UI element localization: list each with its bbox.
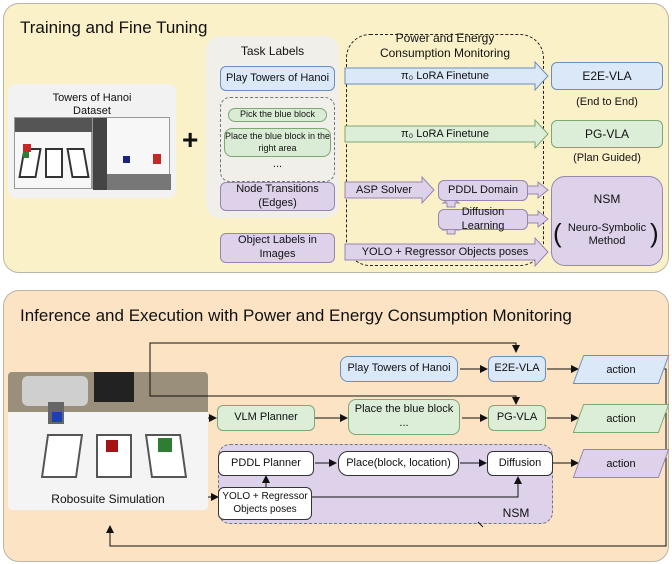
nsm-region-label: NSM: [502, 506, 530, 520]
task-play-towers: Play Towers of Hanoi: [220, 66, 335, 91]
plus-sign: +: [182, 124, 199, 155]
nsm-subtitle: Neuro-Symbolic Method: [567, 222, 647, 248]
inference-title: Inference and Execution with Power and E…: [20, 306, 572, 325]
action-output-2: action: [572, 404, 670, 433]
feedback-loop-connector: [106, 368, 667, 547]
play-towers-bubble: Play Towers of Hanoi: [340, 356, 458, 382]
robosuite-label: Robosuite Simulation: [51, 492, 165, 506]
robosuite-image: [8, 372, 208, 510]
monitoring-region: [346, 34, 544, 266]
dataset-image-right: [92, 117, 171, 190]
subtask-place: Place the blue block in the right area: [224, 128, 331, 157]
place-call-bubble: Place(block, location): [338, 451, 459, 476]
monitoring-title: Power and Energy Consumption Monitoring: [379, 31, 511, 60]
nsm-paren-left: (: [553, 218, 562, 248]
e2e-vla-box: E2E-VLA: [551, 62, 663, 90]
action-label-1: action: [606, 363, 636, 376]
e2e-vla-sub: (End to End): [576, 96, 638, 108]
training-title: Training and Fine Tuning: [20, 18, 208, 37]
asp-solver-label: ASP Solver: [355, 184, 413, 196]
finetune-arrow-2: [344, 118, 549, 150]
pddl-out-arrow: [526, 180, 549, 200]
finetune-label-1: π₀ LoRA Finetune: [401, 70, 489, 82]
nsm-title: NSM: [593, 192, 621, 206]
subtask-group: [220, 97, 335, 182]
node-transitions: Node Transitions (Edges): [220, 182, 335, 211]
dataset-label: Towers of Hanoi Dataset: [52, 92, 132, 118]
dataset-image-left: [14, 117, 93, 189]
e2e-vla-infer: E2E-VLA: [488, 356, 546, 382]
finetune-arrow-1: [344, 60, 549, 92]
pddl-domain-box: PDDL Domain: [438, 180, 528, 201]
action-label-2: action: [606, 412, 636, 425]
subtask-more: ...: [272, 158, 283, 170]
pg-vla-sub: (Plan Guided): [573, 152, 641, 164]
task-labels-title: Task Labels: [240, 44, 305, 58]
object-labels: Object Labels in Images: [220, 233, 335, 263]
pg-vla-infer: PG-VLA: [488, 405, 546, 431]
pg-vla-box: PG-VLA: [551, 120, 663, 148]
finetune-label-2: π₀ LoRA Finetune: [401, 128, 489, 140]
sim-to-e2e-connector: [149, 342, 520, 372]
cursor-mark: [477, 521, 484, 528]
action-output-3: action: [572, 449, 670, 478]
yolo-arrow: [344, 236, 549, 268]
yolo-label: YOLO + Regressor Objects poses: [361, 246, 529, 258]
diffusion-out-arrow: [526, 209, 549, 229]
diffusion-learning-box: Diffusion Learning: [438, 206, 528, 232]
nsm-paren-right: ): [650, 218, 659, 248]
subtask-pick: Pick the blue block: [228, 108, 327, 122]
yolo-to-diffusion-connector: [312, 476, 522, 498]
diffusion-box: Diffusion: [487, 451, 553, 476]
vlm-planner-box: VLM Planner: [217, 405, 315, 431]
sim-to-pg-connector: [149, 372, 520, 405]
asp-arrow: [344, 175, 435, 205]
yolo-regressor-box: YOLO + Regressor Objects poses: [218, 487, 312, 520]
place-blue-block-bubble: Place the blue block ...: [348, 399, 460, 435]
action-output-1: action: [572, 355, 670, 384]
nsm-box: [551, 176, 663, 266]
pddl-planner-box: PDDL Planner: [218, 451, 314, 476]
action-label-3: action: [606, 457, 636, 470]
